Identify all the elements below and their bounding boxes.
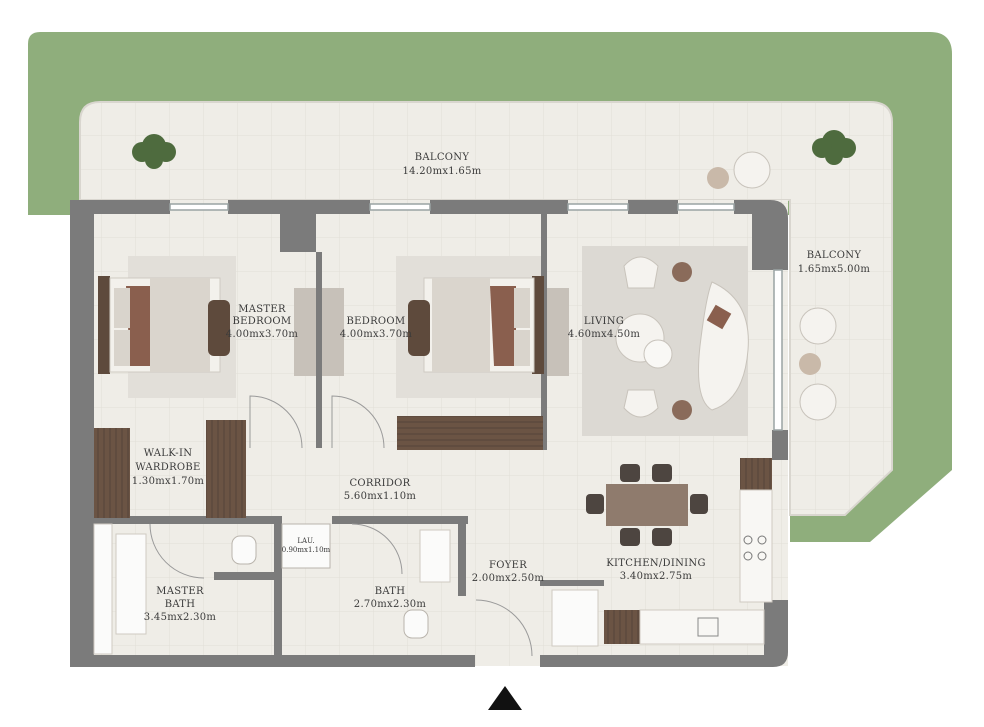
sink-icon [697, 617, 719, 637]
master-bedroom-name-1: MASTER [238, 304, 286, 315]
vanity-master [115, 533, 147, 635]
bedroom-bed-icon [408, 276, 544, 374]
entrance-arrow-icon [488, 686, 522, 710]
corridor-size: 5.60mx1.10m [344, 491, 417, 502]
foyer-name: FOYER [489, 560, 527, 571]
balcony-top-size: 14.20mx1.65m [402, 166, 481, 177]
armchair-icon [623, 256, 659, 418]
toilet-icon [231, 535, 429, 639]
side-table-icon [643, 339, 673, 369]
bath-name: BATH [375, 586, 406, 597]
tv-unit-bedroom [322, 288, 344, 376]
lau-name: LAU. [297, 537, 314, 545]
doors [149, 395, 533, 657]
tv-unit-living [547, 288, 569, 376]
wardrobe-right [206, 420, 246, 518]
vanity-bath [419, 529, 451, 583]
balcony-side-size: 1.65mx5.00m [798, 264, 871, 275]
master-bath-size: 3.45mx2.30m [144, 612, 217, 623]
corridor-name: CORRIDOR [349, 478, 410, 489]
master-bath-name-2: BATH [165, 599, 196, 610]
balcony-table-icon [707, 167, 821, 375]
wardrobe-name-1: WALK-IN [144, 448, 193, 459]
bath-size: 2.70mx2.30m [354, 599, 427, 610]
lau-size: 0.90mx1.10m [282, 546, 331, 554]
windows [169, 203, 783, 431]
shower-master [93, 523, 113, 655]
kitchen-dining-name: KITCHEN/DINING [606, 558, 706, 569]
kitchen-counter [739, 489, 773, 603]
master-bed-icon [98, 276, 230, 374]
pouf-icon [672, 262, 692, 282]
bedroom-wardrobe [397, 416, 543, 450]
balcony-chair-icon [733, 151, 837, 421]
living-name: LIVING [584, 316, 624, 327]
kitchen-cabinet [740, 458, 772, 490]
kitchen-bottom-counter [639, 609, 765, 645]
foyer-size: 2.00mx2.50m [472, 573, 545, 584]
kitchen-dining-size: 3.40mx2.75m [620, 571, 693, 582]
lau-box [281, 523, 331, 569]
bedroom-name: BEDROOM [347, 316, 406, 327]
wardrobe-name-2: WARDROBE [135, 462, 200, 473]
living-size: 4.60mx4.50m [568, 329, 641, 340]
wardrobe-left [94, 428, 130, 518]
shower-foyer [551, 589, 599, 647]
master-bedroom-name-2: BEDROOM [233, 316, 292, 327]
bedroom-size: 4.00mx3.70m [340, 329, 413, 340]
plant-icon [132, 130, 856, 169]
balcony-side-name: BALCONY [807, 250, 862, 261]
dining-table-icon [586, 464, 708, 546]
master-bedroom-size: 4.00mx3.70m [226, 329, 299, 340]
pouf-icon [672, 400, 692, 420]
foyer-cabinet [604, 610, 640, 644]
tv-unit-master [294, 288, 316, 376]
wardrobe-size: 1.30mx1.70m [132, 476, 205, 487]
balcony-top-name: BALCONY [415, 152, 470, 163]
master-bath-name-1: MASTER [156, 586, 204, 597]
cooktop-icon [743, 535, 767, 561]
living-sofa-icon [698, 281, 749, 411]
